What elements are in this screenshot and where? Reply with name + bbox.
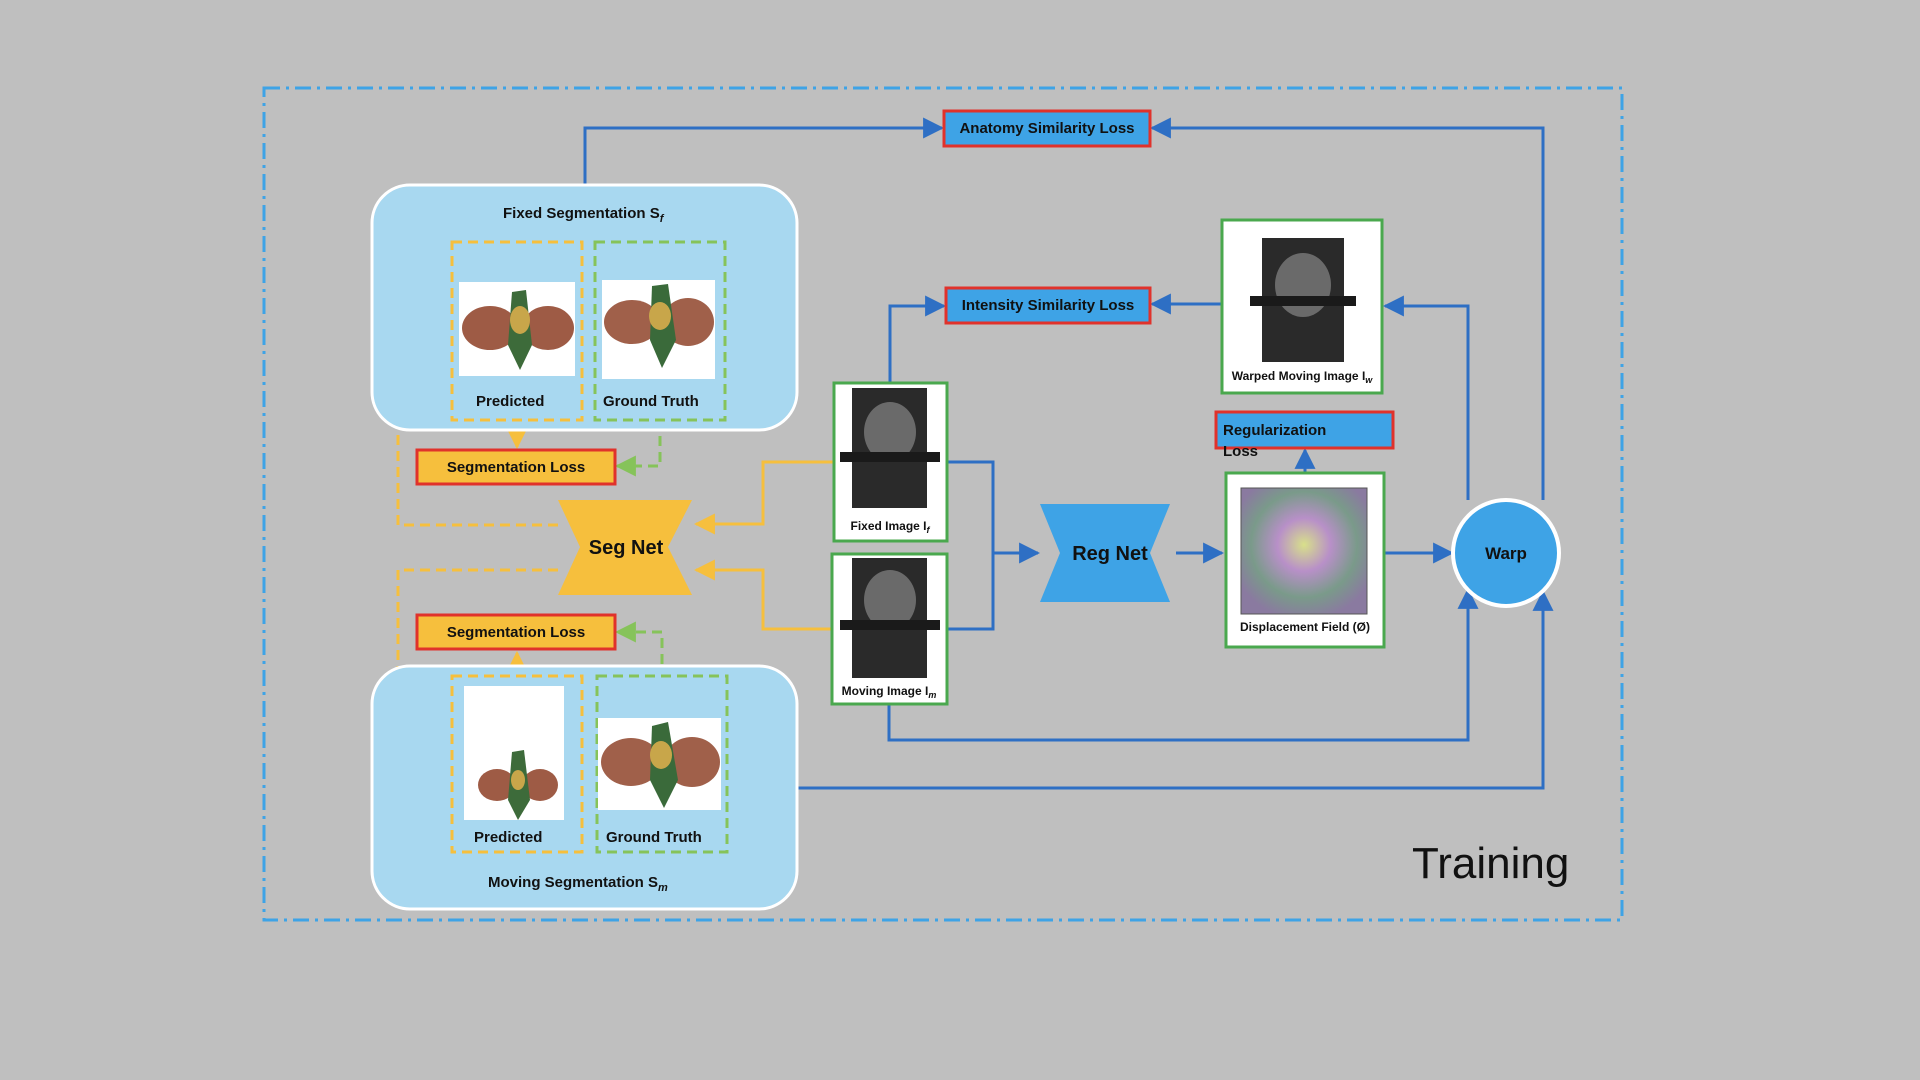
moving-gt-frame (595, 674, 729, 854)
moving-predicted-frame (450, 674, 584, 854)
fixed-image-label: Fixed Image If (850, 519, 930, 535)
fixed-seg-title: Fixed Segmentation Sf (503, 205, 665, 225)
moving-predicted-organ (478, 750, 558, 820)
fixed-predicted-frame (450, 240, 584, 422)
regularization-loss-line1: Regularization (1223, 422, 1326, 439)
moving-image-label: Moving Image Im (842, 684, 937, 700)
arrow-moving-gt-to-segloss (614, 621, 664, 680)
reg-net: Reg Net (1040, 504, 1170, 602)
moving-predicted-label: Predicted (474, 829, 542, 846)
fixed-segmentation-panel: Fixed Segmentation Sf Predicted Ground T… (370, 183, 799, 432)
regularization-loss: Regularization Loss (1214, 410, 1395, 460)
segmentation-loss-bottom-label: Segmentation Loss (447, 624, 585, 641)
displacement-field-label: Displacement Field (Ø) (1240, 620, 1370, 634)
warp: Warp (1451, 498, 1561, 608)
displacement-field-image (1240, 487, 1368, 615)
arrow-fixedseg-to-anatomy (583, 117, 945, 185)
displacement-field: Displacement Field (Ø) (1224, 471, 1386, 649)
segmentation-loss-top-label: Segmentation Loss (447, 459, 585, 476)
fixed-gt-organ (604, 284, 714, 368)
anatomy-similarity-loss: Anatomy Similarity Loss (942, 109, 1152, 148)
arrow-fixedimg-to-regnet (948, 460, 1041, 564)
moving-segmentation-panel: Predicted Ground Truth Moving Segmentati… (370, 664, 799, 911)
intensity-loss-label: Intensity Similarity Loss (962, 297, 1135, 314)
fixed-predicted-organ (462, 290, 574, 370)
arrow-movingimg-to-segnet (693, 559, 834, 631)
fixed-gt-label: Ground Truth (603, 393, 699, 410)
arrow-movingimg-to-regnet (948, 553, 995, 631)
seg-net: Seg Net (558, 500, 692, 595)
training-title: Training (1412, 839, 1569, 888)
moving-image: Moving Image Im (830, 552, 949, 706)
fixed-image: Fixed Image If (832, 381, 949, 543)
moving-panel-bg (370, 664, 799, 911)
fixed-predicted-label: Predicted (476, 393, 544, 410)
fixed-gt-frame (593, 240, 727, 422)
seg-net-label: Seg Net (589, 537, 664, 559)
regularization-loss-line2: Loss (1223, 443, 1258, 460)
warped-moving-image: Warped Moving Image Iw (1220, 218, 1384, 395)
moving-seg-title: Moving Segmentation Sm (488, 874, 668, 894)
reg-net-label: Reg Net (1072, 543, 1148, 565)
green-connectors (614, 420, 664, 680)
intensity-similarity-loss: Intensity Similarity Loss (944, 286, 1152, 325)
segmentation-loss-top: Segmentation Loss (415, 448, 617, 486)
moving-gt-label: Ground Truth (606, 829, 702, 846)
blue-connectors (583, 117, 1554, 790)
warped-image-label: Warped Moving Image Iw (1232, 369, 1374, 385)
arrow-warp-to-anatomy (1149, 117, 1545, 500)
arrow-warp-to-warped (1382, 295, 1470, 500)
segmentation-loss-bottom: Segmentation Loss (415, 613, 617, 651)
warp-label: Warp (1485, 544, 1527, 563)
anatomy-loss-label: Anatomy Similarity Loss (959, 120, 1134, 137)
training-frame (262, 86, 1624, 922)
arrow-movingimg-to-warp (887, 587, 1479, 742)
arrow-movingseg-to-warp (797, 589, 1554, 790)
arrow-fixedimg-to-segnet (693, 460, 834, 535)
moving-gt-organ (601, 722, 720, 808)
arrow-fixedimg-to-intensity (888, 295, 947, 382)
